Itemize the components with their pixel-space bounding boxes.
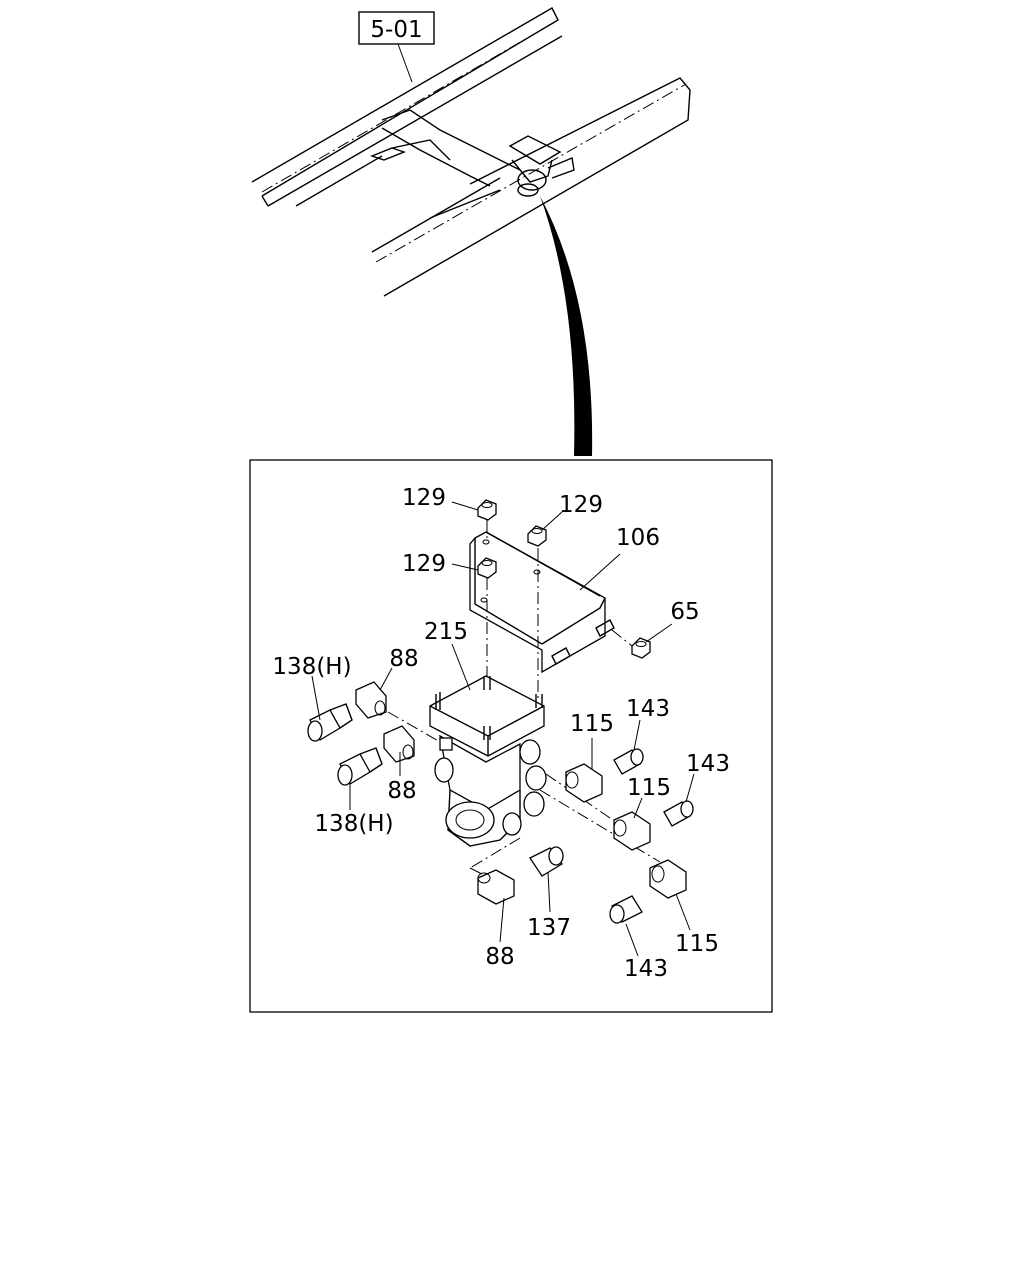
callout-88-bottom: 88 xyxy=(485,944,514,970)
callout-138h-bottom: 138(H) xyxy=(314,811,393,837)
elbow-115-c xyxy=(649,859,687,899)
callout-129-a: 129 xyxy=(402,485,446,511)
chassis-frame-overview xyxy=(251,7,691,297)
callout-88-mid: 88 xyxy=(387,778,416,804)
nut-129-b xyxy=(527,525,547,547)
leader-lines xyxy=(311,501,695,957)
elbow-88-mid xyxy=(383,725,415,763)
elbow-88-top xyxy=(355,681,387,719)
fitting-143-a xyxy=(613,748,644,775)
callout-143-b: 143 xyxy=(686,751,730,777)
callout-65: 65 xyxy=(670,599,699,625)
callout-137: 137 xyxy=(527,915,571,941)
elbow-88-bottom xyxy=(477,869,515,905)
callout-215: 215 xyxy=(424,619,468,645)
elbow-115-a xyxy=(565,763,603,803)
relay-valve-215 xyxy=(429,675,547,847)
detail-pointer-arrow xyxy=(540,196,593,456)
nut-65 xyxy=(631,637,651,659)
nut-129-c xyxy=(477,557,497,579)
callout-88-top: 88 xyxy=(389,646,418,672)
reference-label-box: 5-01 xyxy=(358,11,435,83)
callout-106: 106 xyxy=(616,525,660,551)
callout-115-a: 115 xyxy=(570,711,614,737)
callout-115-b: 115 xyxy=(627,775,671,801)
bracket-106 xyxy=(469,531,615,674)
nut-129-a xyxy=(477,499,497,521)
callout-129-b: 129 xyxy=(559,492,603,518)
fitting-143-b xyxy=(663,800,694,827)
callout-138h-top: 138(H) xyxy=(272,654,351,680)
callout-143-c: 143 xyxy=(624,956,668,982)
callout-115-c: 115 xyxy=(675,931,719,957)
callout-labels: 129 129 129 106 65 215 138(H) 88 88 138(… xyxy=(272,485,730,982)
callout-129-c: 129 xyxy=(402,551,446,577)
callout-143-a: 143 xyxy=(626,696,670,722)
fitting-138h-top xyxy=(307,703,353,742)
fitting-138h-bottom xyxy=(337,747,383,786)
detail-frame xyxy=(249,459,773,1013)
reference-label: 5-01 xyxy=(370,17,422,43)
fitting-137 xyxy=(529,846,564,877)
elbow-115-b xyxy=(613,811,651,851)
fitting-143-c xyxy=(609,895,643,924)
